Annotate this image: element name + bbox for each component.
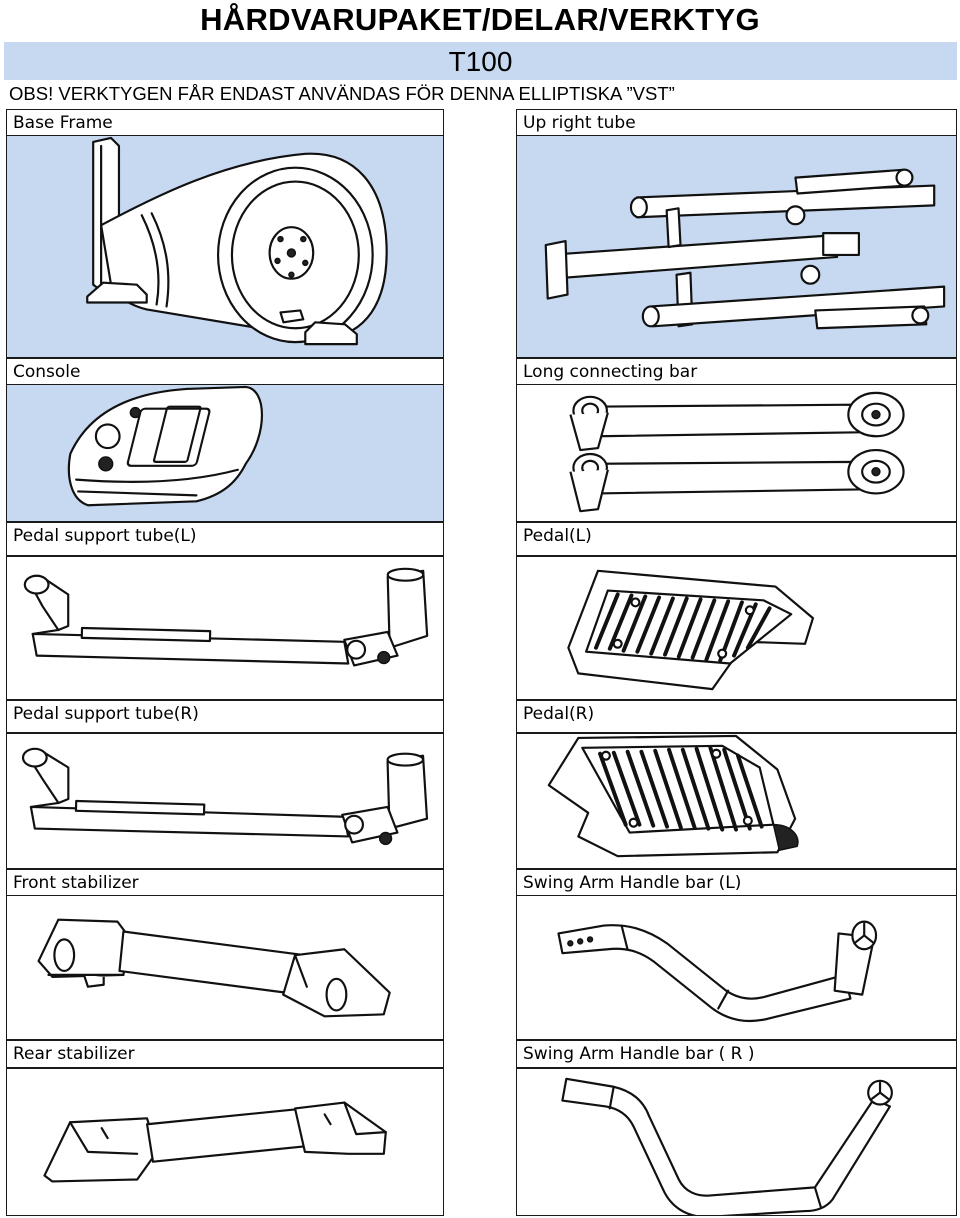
label-swing-arm-l: Swing Arm Handle bar (L) (516, 869, 957, 896)
warning-note: OBS! VERKTYGEN FÅR ENDAST ANVÄNDAS FÖR D… (9, 83, 675, 104)
pedal-support-tube-r-image (6, 733, 444, 869)
label-pedal-r: Pedal(R) (516, 700, 957, 733)
swing-arm-r-image (516, 1068, 957, 1216)
label-front-stabilizer: Front stabilizer (6, 869, 444, 896)
label-pedal-support-tube-r: Pedal support tube(R) (6, 700, 444, 733)
swing-arm-l-image (516, 895, 957, 1040)
label-base-frame: Base Frame (6, 109, 444, 136)
console-image (6, 384, 444, 522)
model-number: T100 (4, 42, 957, 80)
rear-stabilizer-image (6, 1068, 444, 1216)
pedal-support-tube-l-image (6, 556, 444, 700)
label-up-right-tube: Up right tube (516, 109, 957, 136)
label-console: Console (6, 358, 444, 385)
long-connecting-bar-image (516, 384, 957, 522)
page-title: HÅRDVARUPAKET/DELAR/VERKTYG (200, 2, 760, 37)
label-pedal-l: Pedal(L) (516, 522, 957, 556)
label-swing-arm-r: Swing Arm Handle bar ( R ) (516, 1040, 957, 1068)
pedal-l-image (516, 556, 957, 700)
label-pedal-support-tube-l: Pedal support tube(L) (6, 522, 444, 556)
up-right-tube-image (516, 135, 957, 358)
base-frame-image (6, 135, 444, 358)
pedal-r-image (516, 733, 957, 869)
label-long-connecting-bar: Long connecting bar (516, 358, 957, 385)
label-rear-stabilizer: Rear stabilizer (6, 1040, 444, 1068)
front-stabilizer-image (6, 895, 444, 1040)
